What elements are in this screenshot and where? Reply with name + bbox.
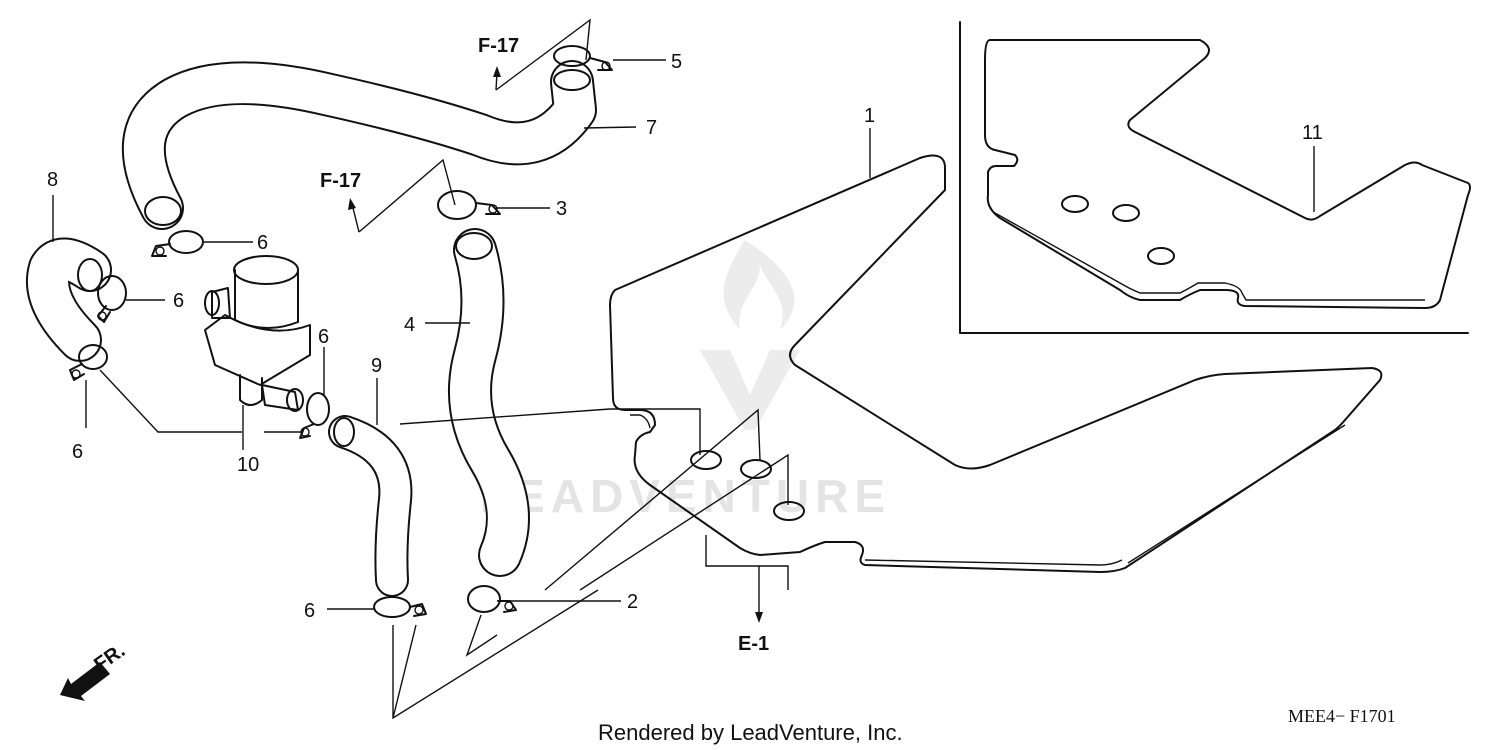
part-8-hose — [26, 237, 112, 362]
callout-6-left: 6 — [173, 290, 184, 312]
clamp-6-bottom — [373, 596, 427, 618]
part-7-hose — [121, 60, 597, 230]
callout-8: 8 — [47, 169, 58, 191]
callout-6-valve: 6 — [318, 326, 329, 348]
front-direction-indicator: FR. — [60, 640, 129, 701]
diagram-code: MEE4− F1701 — [1288, 706, 1396, 726]
callout-6-upper: 6 — [257, 232, 268, 254]
callout-3: 3 — [556, 198, 567, 220]
ref-e1: E-1 — [738, 633, 769, 655]
callout-9: 9 — [371, 355, 382, 377]
part-11-plate — [984, 39, 1471, 309]
clamp-6-lower-left — [69, 344, 108, 381]
leader-lines — [52, 18, 1315, 720]
inset-frame — [959, 21, 1469, 334]
callout-10: 10 — [237, 454, 259, 476]
callout-6-lower-left: 6 — [72, 441, 83, 463]
clamp-6-valve — [299, 392, 330, 439]
callout-4: 4 — [404, 314, 415, 336]
callout-11: 11 — [1302, 122, 1323, 144]
watermark-text: LEADVENTURE — [480, 470, 891, 522]
callout-2: 2 — [627, 591, 638, 613]
ref-f17-mid: F-17 — [320, 170, 361, 192]
clamp-3 — [437, 190, 501, 220]
callout-5: 5 — [671, 51, 682, 73]
part-9-hose — [328, 415, 413, 597]
part-10-valve — [204, 255, 311, 412]
ref-f17-top: F-17 — [478, 35, 519, 57]
clamp-6-upper — [151, 230, 204, 257]
callout-1: 1 — [864, 105, 875, 127]
front-arrow-icon — [60, 662, 110, 701]
clamp-2 — [467, 585, 517, 613]
watermark: LEADVENTURE — [480, 240, 891, 522]
clamp-6-left — [97, 275, 127, 323]
callout-6-bottom: 6 — [304, 600, 315, 622]
part-4-hose — [448, 228, 530, 577]
callout-7: 7 — [646, 117, 657, 139]
credit-text: Rendered by LeadVenture, Inc. — [598, 720, 903, 745]
part-1-plate — [609, 154, 1383, 573]
reference-arrows — [348, 66, 501, 233]
clamp-5 — [553, 45, 613, 71]
leadventure-logo-icon — [700, 240, 800, 430]
